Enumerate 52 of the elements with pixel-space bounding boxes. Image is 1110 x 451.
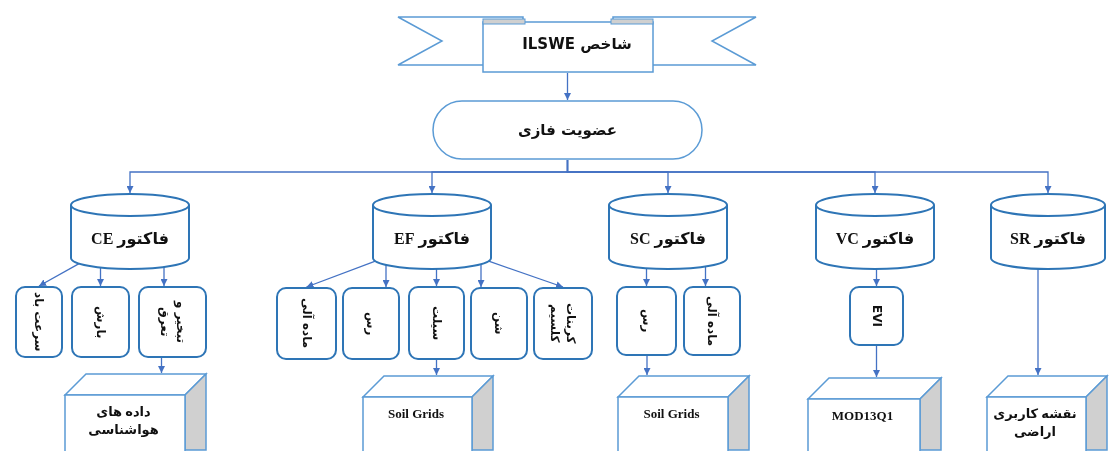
arrow [38,262,81,287]
rounded-box [470,287,528,360]
rounded-box [616,286,677,356]
arrow [643,267,650,287]
node-label: بارش [92,305,109,339]
node-label: شاخص ILSWE [522,33,632,55]
node-label: نقشه کاربری اراضی [992,405,1078,441]
node-label: رس [638,309,655,333]
arrow [1034,268,1042,376]
rounded-box [71,286,130,358]
rounded-box [408,286,465,360]
rounded-box [342,287,400,360]
arrow [702,265,709,287]
rounded-box [276,287,337,360]
node-label: رس [363,311,380,336]
rounded-box [683,286,741,356]
arrow [158,357,165,374]
node-label: سرعت باد [31,292,48,352]
arrow [873,268,880,287]
node-label: سیلت [428,305,445,341]
node-label: فاکتور SC [630,228,706,250]
node-label: فاکتور EF [394,228,470,250]
node-label: داده های هواشناسی [87,403,160,439]
node-label: تبخیر و تعرق [156,299,189,346]
node-label: Soil Grids [388,405,444,423]
node-label: EVI [868,305,885,327]
arrow [433,359,440,376]
arrow [433,268,440,287]
node-label: ماده آلی [704,295,721,347]
node-label: عضویت فازی [518,119,617,141]
arrow [643,355,651,376]
rounded-box [138,286,207,358]
arrow [160,266,168,287]
rounded-box [15,286,63,358]
node-label: فاکتور VC [835,228,915,250]
arrow [487,260,564,288]
arrow [382,264,390,288]
arrow [566,159,1052,194]
arrow [97,266,104,287]
node-label: فاکتور CE [91,228,169,250]
node-label: کربنات کلسیم [547,302,580,346]
node-label: Soil Grids [643,405,700,423]
node-label: ماده آلی [298,298,315,349]
arrow [873,345,880,378]
node-label: شن [491,312,508,335]
node-label: MOD13Q1 [831,407,894,425]
arrow [305,260,377,288]
rounded-box [533,287,593,360]
node-label: فاکتور SR [1010,228,1086,250]
arrow [477,263,485,288]
arrow [564,72,571,101]
rounded-box [849,286,904,346]
